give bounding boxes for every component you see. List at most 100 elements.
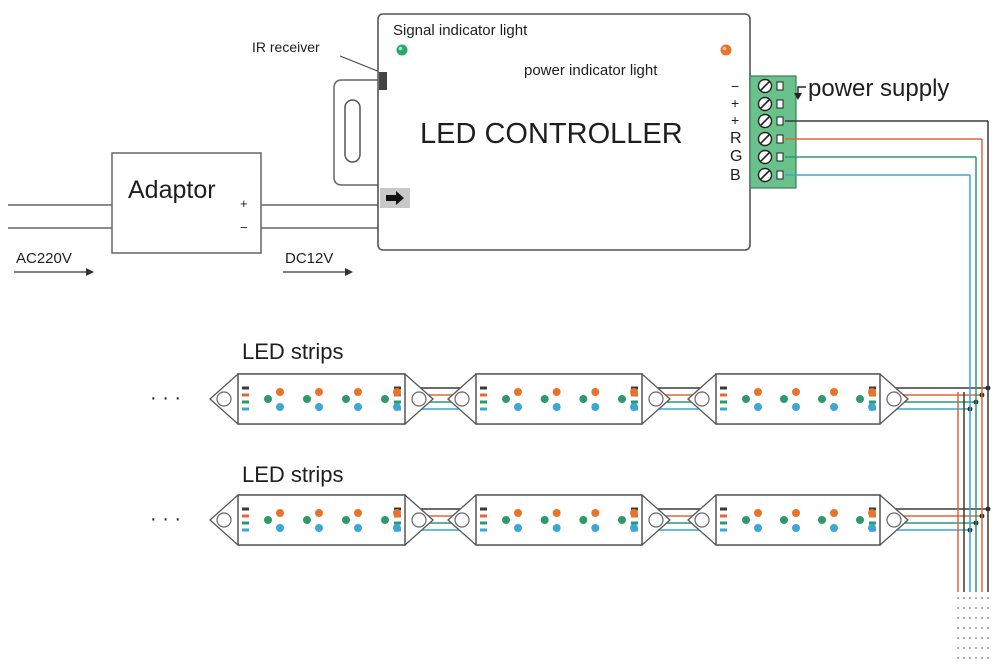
solder-pad	[869, 386, 876, 390]
continuation-dot	[957, 597, 959, 599]
continuation-dot	[975, 627, 977, 629]
rgb-led-icon	[303, 509, 323, 532]
strip-body	[475, 494, 643, 546]
terminal-screw-icon	[757, 167, 784, 183]
terminal-label: B	[730, 167, 741, 184]
ac-input-wires	[8, 204, 112, 229]
solder-pad	[242, 521, 249, 525]
continuation-dot	[969, 637, 971, 639]
continuation-dot	[957, 637, 959, 639]
mount-hole	[886, 512, 902, 528]
continuation-dot	[981, 617, 983, 619]
terminal-screw-icon	[757, 78, 784, 94]
terminal-block	[749, 75, 797, 189]
continuation-dot	[975, 607, 977, 609]
strip-body	[237, 494, 406, 546]
solder-pad	[631, 400, 638, 404]
solder-pad	[480, 393, 487, 397]
strip-body	[715, 373, 881, 425]
solder-pad	[869, 400, 876, 404]
continuation-dot	[981, 627, 983, 629]
rgb-led-icon	[780, 388, 800, 411]
rgb-led-icon	[502, 388, 522, 411]
solder-pad	[394, 507, 401, 511]
solder-pad	[394, 386, 401, 390]
adaptor-label: Adaptor	[128, 176, 216, 204]
terminal-screw-icon	[757, 96, 784, 112]
continuation-dot	[963, 657, 965, 659]
continuation-dot	[963, 647, 965, 649]
terminal-label: −	[731, 78, 739, 94]
rgb-led-icon	[818, 509, 838, 532]
led-strip-segment	[209, 494, 434, 546]
rgb-led-icon	[540, 388, 561, 411]
continuation-dot	[987, 607, 989, 609]
power-indicator-label: power indicator light	[524, 62, 658, 79]
continuation-dot	[981, 597, 983, 599]
led-strip-segment	[209, 373, 434, 425]
continuation-dot	[981, 657, 983, 659]
continuation-dot	[987, 597, 989, 599]
terminal-label: G	[730, 148, 742, 165]
strip-body	[475, 373, 643, 425]
terminal-label: R	[730, 130, 742, 147]
mount-hole	[694, 512, 710, 528]
continuation-dot	[969, 597, 971, 599]
continuation-dot	[975, 647, 977, 649]
solder-pad	[480, 528, 487, 532]
solder-pad	[480, 400, 487, 404]
rgb-led-icon	[502, 509, 522, 532]
strip-continuation-dots-1: · · ·	[150, 387, 181, 409]
continuation-dot	[969, 647, 971, 649]
rgb-led-icon	[303, 388, 323, 411]
terminal-screw-icon	[757, 149, 784, 165]
signal-indicator-label: Signal indicator light	[393, 22, 528, 39]
continuation-dot	[987, 647, 989, 649]
ir-receiver-label: IR receiver	[252, 39, 320, 55]
solder-pad	[242, 514, 249, 518]
solder-pad	[720, 407, 727, 411]
mount-hole	[454, 391, 470, 407]
rgb-led-icon	[856, 509, 876, 532]
solder-pad	[242, 528, 249, 532]
continuation-dot	[963, 597, 965, 599]
continuation-dot	[957, 657, 959, 659]
rgb-led-icon	[381, 509, 401, 532]
continuation-dot	[969, 657, 971, 659]
solder-pad	[242, 393, 249, 397]
mount-hole	[216, 391, 232, 407]
solder-pad	[720, 521, 727, 525]
wire-continuation-dots	[957, 597, 989, 659]
continuation-dot	[969, 617, 971, 619]
solder-pad	[720, 507, 727, 511]
continuation-dot	[963, 607, 965, 609]
led-strips-label-2: LED strips	[242, 462, 343, 487]
continuation-dot	[987, 627, 989, 629]
strip-body	[237, 373, 406, 425]
solder-pad	[242, 400, 249, 404]
solder-pad	[720, 393, 727, 397]
continuation-dot	[987, 657, 989, 659]
solder-pad	[480, 386, 487, 390]
solder-pad	[480, 514, 487, 518]
continuation-dot	[981, 637, 983, 639]
solder-pad	[720, 514, 727, 518]
rgb-led-icon	[264, 388, 284, 411]
led-strip-segment	[687, 373, 909, 425]
solder-pad	[480, 507, 487, 511]
continuation-dot	[975, 597, 977, 599]
mount-hole	[694, 391, 710, 407]
adaptor-plus-sign: +	[240, 196, 248, 211]
led-strips-layer	[209, 373, 991, 546]
mount-hole	[886, 391, 902, 407]
solder-pad	[242, 507, 249, 511]
rgb-led-icon	[540, 509, 561, 532]
ac-input-label: AC220V	[16, 250, 72, 267]
rgb-led-icon	[264, 509, 284, 532]
continuation-dot	[969, 627, 971, 629]
solder-pad	[242, 386, 249, 390]
solder-pad	[720, 528, 727, 532]
continuation-dot	[957, 617, 959, 619]
power-supply-arrow-icon	[794, 86, 806, 100]
